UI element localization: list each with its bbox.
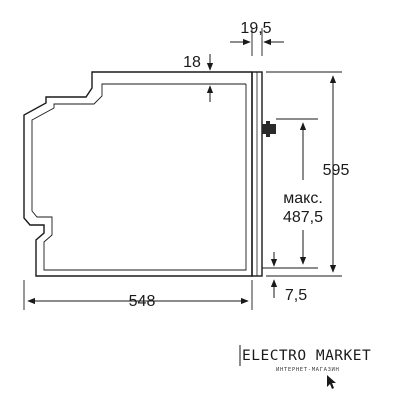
dim-top-depth: 19,5 — [230, 20, 284, 46]
logo-title: ELECTRO MARKET — [242, 348, 371, 364]
oven-front-panel — [251, 71, 263, 277]
dim-max-opening: макс. 487,5 — [283, 122, 323, 265]
dim-max-label: макс. — [283, 190, 323, 207]
dim-depth: 548 — [27, 293, 249, 310]
oven-knob — [262, 121, 276, 137]
dim-top-offset-label: 18 — [183, 54, 201, 71]
oven-body-outline — [23, 71, 253, 277]
dim-max-value: 487,5 — [283, 209, 323, 226]
cursor-icon — [327, 375, 336, 389]
dim-top-depth-label: 19,5 — [240, 20, 271, 37]
electro-market-logo: ELECTRO MARKET ИНТЕРНЕТ-МАГАЗИН — [239, 345, 371, 389]
dim-height-label: 595 — [323, 162, 350, 179]
dim-height: 595 — [323, 75, 350, 273]
dim-bottom-offset: 7,5 — [270, 252, 307, 304]
dim-top-offset: 18 — [183, 54, 214, 102]
dim-depth-label: 548 — [129, 293, 156, 310]
logo-subtitle: ИНТЕРНЕТ-МАГАЗИН — [276, 367, 339, 373]
dim-bottom-offset-label: 7,5 — [285, 287, 307, 304]
extension-lines — [23, 28, 342, 310]
